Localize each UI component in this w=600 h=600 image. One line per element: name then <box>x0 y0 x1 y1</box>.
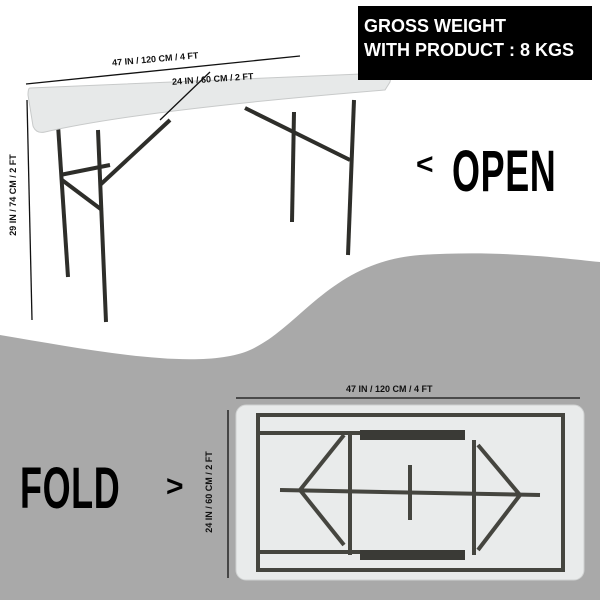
dimension-lines <box>25 55 580 578</box>
folded-table-image <box>235 404 585 581</box>
open-height-label: 29 IN / 74 CM / 2 FT <box>7 154 18 236</box>
weight-line-2: WITH PRODUCT : 8 KGS <box>364 40 574 60</box>
weight-line-1: GROSS WEIGHT <box>364 16 507 36</box>
open-table-image <box>27 72 391 323</box>
fold-label: FOLD <box>20 456 121 521</box>
fold-arrow-icon: > <box>166 470 184 503</box>
fold-length-label: 47 IN / 120 CM / 4 FT <box>346 384 433 394</box>
open-arrow-icon: < <box>416 148 434 181</box>
open-label: OPEN <box>452 139 557 204</box>
fold-width-label: 24 IN / 60 CM / 2 FT <box>203 451 214 533</box>
gross-weight-badge: GROSS WEIGHT WITH PRODUCT : 8 KGS <box>358 6 592 80</box>
